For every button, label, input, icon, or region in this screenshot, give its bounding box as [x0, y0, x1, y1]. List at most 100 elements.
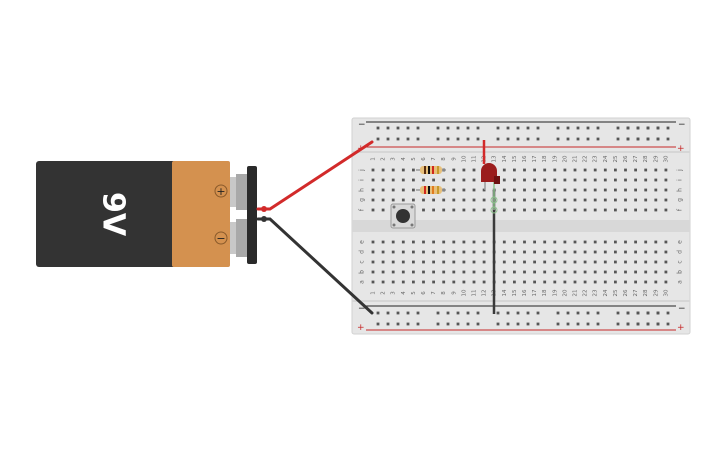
breadboard-hole[interactable] — [381, 260, 385, 264]
breadboard-hole[interactable] — [412, 188, 415, 192]
breadboard-hole[interactable] — [406, 126, 410, 130]
breadboard-hole[interactable] — [593, 208, 597, 212]
breadboard-hole[interactable] — [513, 250, 516, 254]
breadboard-hole[interactable] — [644, 188, 648, 192]
breadboard-hole[interactable] — [442, 250, 446, 254]
breadboard-hole[interactable] — [646, 137, 650, 141]
breadboard-hole[interactable] — [593, 280, 597, 284]
breadboard-hole[interactable] — [666, 322, 670, 326]
breadboard-hole[interactable] — [391, 178, 395, 182]
breadboard-hole[interactable] — [502, 260, 506, 264]
breadboard-hole[interactable] — [654, 188, 658, 192]
breadboard-hole[interactable] — [422, 240, 425, 244]
breadboard-hole[interactable] — [626, 322, 630, 326]
breadboard-hole[interactable] — [563, 208, 567, 212]
breadboard-hole[interactable] — [401, 260, 405, 264]
breadboard-hole[interactable] — [543, 240, 547, 244]
breadboard-hole[interactable] — [401, 178, 405, 182]
breadboard-hole[interactable] — [386, 322, 390, 326]
breadboard-hole[interactable] — [472, 270, 476, 274]
breadboard-hole[interactable] — [583, 250, 587, 254]
breadboard-hole[interactable] — [553, 208, 557, 212]
breadboard-hole[interactable] — [452, 280, 456, 284]
breadboard-hole[interactable] — [533, 188, 536, 192]
breadboard-hole[interactable] — [371, 240, 375, 244]
push-button[interactable] — [390, 203, 416, 229]
breadboard-hole[interactable] — [644, 270, 648, 274]
breadboard-hole[interactable] — [381, 240, 385, 244]
breadboard-hole[interactable] — [624, 208, 627, 212]
breadboard-hole[interactable] — [616, 126, 620, 130]
breadboard-hole[interactable] — [553, 168, 557, 172]
breadboard-hole[interactable] — [456, 126, 460, 130]
breadboard-hole[interactable] — [371, 250, 375, 254]
breadboard-hole[interactable] — [391, 168, 395, 172]
breadboard-hole[interactable] — [666, 126, 670, 130]
breadboard-hole[interactable] — [432, 208, 435, 212]
breadboard-hole[interactable] — [654, 240, 658, 244]
breadboard-hole[interactable] — [526, 126, 530, 130]
breadboard-hole[interactable] — [533, 280, 536, 284]
breadboard-hole[interactable] — [664, 208, 668, 212]
breadboard-hole[interactable] — [452, 270, 456, 274]
breadboard-hole[interactable] — [654, 250, 658, 254]
breadboard-hole[interactable] — [603, 208, 607, 212]
breadboard-hole[interactable] — [456, 137, 460, 141]
breadboard-hole[interactable] — [446, 322, 450, 326]
breadboard-hole[interactable] — [634, 240, 637, 244]
breadboard-hole[interactable] — [462, 270, 466, 274]
breadboard-hole[interactable] — [664, 250, 668, 254]
breadboard-hole[interactable] — [614, 240, 617, 244]
breadboard-hole[interactable] — [573, 168, 577, 172]
breadboard-hole[interactable] — [371, 168, 375, 172]
breadboard-hole[interactable] — [436, 126, 440, 130]
breadboard-hole[interactable] — [603, 188, 607, 192]
breadboard-hole[interactable] — [536, 137, 540, 141]
breadboard-hole[interactable] — [381, 198, 385, 202]
breadboard-hole[interactable] — [416, 126, 420, 130]
breadboard-hole[interactable] — [432, 280, 435, 284]
breadboard-hole[interactable] — [583, 240, 587, 244]
breadboard-hole[interactable] — [664, 280, 668, 284]
breadboard-hole[interactable] — [566, 126, 570, 130]
breadboard-hole[interactable] — [593, 270, 597, 274]
breadboard-hole[interactable] — [533, 208, 536, 212]
breadboard-hole[interactable] — [664, 168, 668, 172]
breadboard-hole[interactable] — [634, 260, 637, 264]
breadboard-hole[interactable] — [386, 311, 390, 315]
breadboard-hole[interactable] — [502, 178, 506, 182]
breadboard-hole[interactable] — [452, 250, 456, 254]
breadboard-hole[interactable] — [506, 311, 510, 315]
breadboard-hole[interactable] — [573, 208, 577, 212]
breadboard-hole[interactable] — [513, 198, 516, 202]
breadboard-hole[interactable] — [462, 178, 466, 182]
breadboard-hole[interactable] — [462, 280, 466, 284]
breadboard-hole[interactable] — [432, 198, 435, 202]
breadboard-hole[interactable] — [506, 322, 510, 326]
breadboard-hole[interactable] — [644, 250, 648, 254]
breadboard-hole[interactable] — [536, 322, 540, 326]
breadboard-hole[interactable] — [536, 126, 540, 130]
breadboard-hole[interactable] — [371, 188, 375, 192]
breadboard-hole[interactable] — [406, 311, 410, 315]
breadboard-hole[interactable] — [523, 270, 526, 274]
breadboard-hole[interactable] — [583, 198, 587, 202]
breadboard-hole[interactable] — [614, 250, 617, 254]
breadboard-hole[interactable] — [401, 188, 405, 192]
breadboard-hole[interactable] — [624, 188, 627, 192]
breadboard-hole[interactable] — [446, 126, 450, 130]
breadboard-hole[interactable] — [422, 250, 425, 254]
breadboard-hole[interactable] — [472, 168, 476, 172]
breadboard-hole[interactable] — [644, 178, 648, 182]
breadboard-hole[interactable] — [513, 208, 516, 212]
breadboard-hole[interactable] — [456, 322, 460, 326]
breadboard-hole[interactable] — [634, 188, 637, 192]
breadboard-hole[interactable] — [634, 168, 637, 172]
breadboard-hole[interactable] — [432, 250, 435, 254]
resistor-1[interactable] — [416, 166, 446, 174]
breadboard-hole[interactable] — [583, 270, 587, 274]
breadboard-hole[interactable] — [476, 311, 480, 315]
breadboard-hole[interactable] — [381, 270, 385, 274]
breadboard-hole[interactable] — [381, 208, 385, 212]
breadboard-hole[interactable] — [556, 137, 560, 141]
